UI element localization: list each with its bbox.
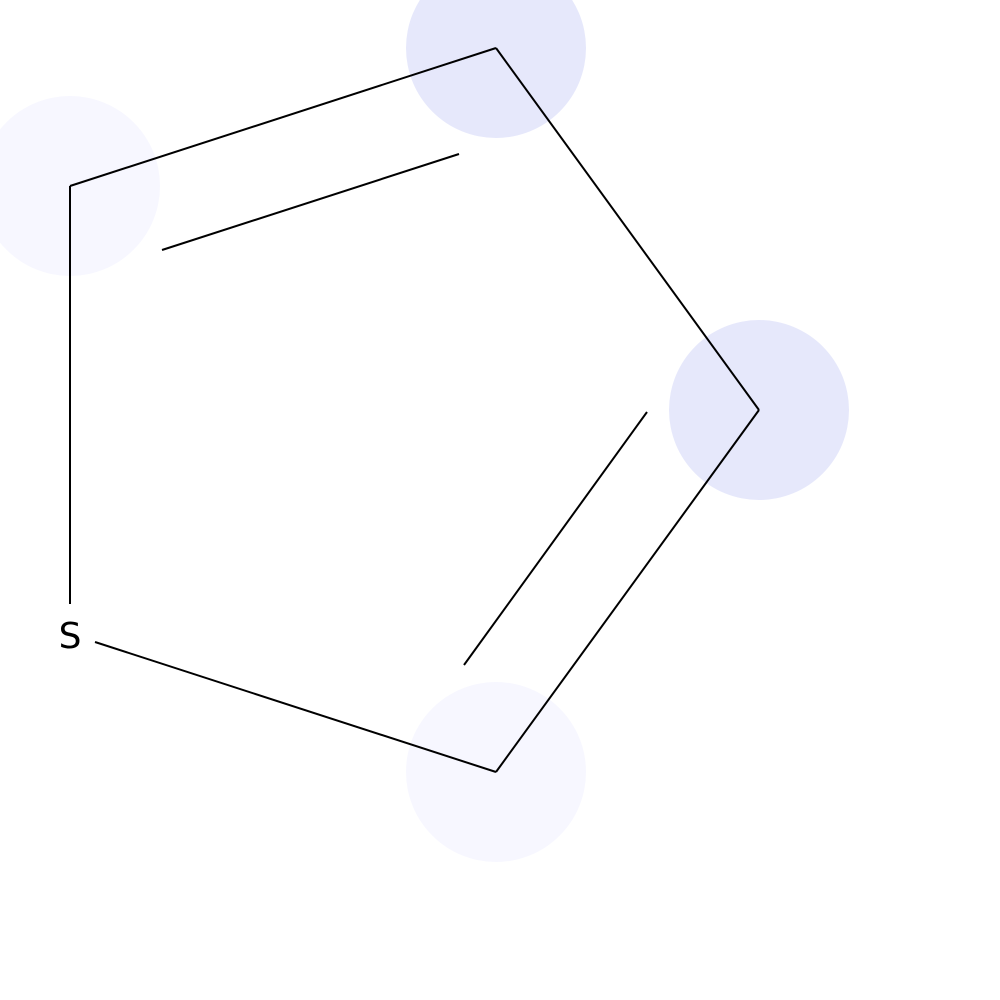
highlight-c2: [0, 96, 160, 276]
bonds: [69, 47, 760, 773]
highlight-c3: [406, 0, 586, 138]
bond-c3-c4: [495, 47, 760, 411]
bond-c4-c5-inner: [463, 411, 648, 666]
atom-highlights: [0, 0, 849, 500]
bond-c2-c3-inner: [161, 153, 460, 251]
atom-label-s1: S: [59, 616, 82, 657]
atom-labels: S: [59, 616, 82, 657]
bond-c5-s1: [94, 641, 497, 773]
bond-c4-c5: [495, 409, 760, 773]
bond-c2-c3: [69, 47, 497, 187]
